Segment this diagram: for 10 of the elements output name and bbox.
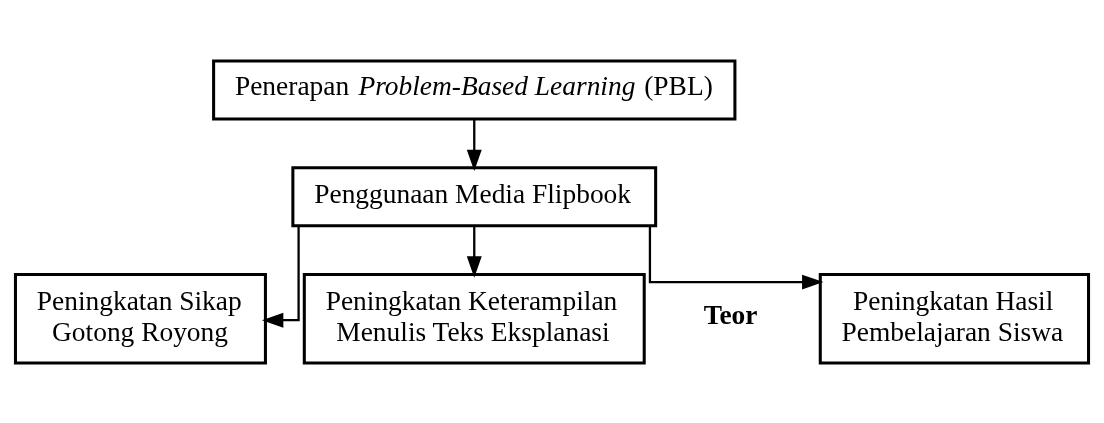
arrow xyxy=(261,225,300,328)
node-box: Penerapan Problem-Based Learning (PBL) xyxy=(212,59,737,121)
node-box: Peningkatan Sikap Gotong Royong xyxy=(13,272,267,364)
arrow xyxy=(648,225,824,290)
node-box: Penggunaan Media Flipbook xyxy=(291,165,658,227)
node-box: Peningkatan Keterampilan Menulis Teks Eksplanasi xyxy=(302,272,646,364)
node-box: Peningkatan Hasil Pembelajaran Siswa xyxy=(818,272,1091,364)
label: Teor xyxy=(703,299,758,330)
arrow xyxy=(466,118,482,171)
arrow xyxy=(466,225,482,278)
